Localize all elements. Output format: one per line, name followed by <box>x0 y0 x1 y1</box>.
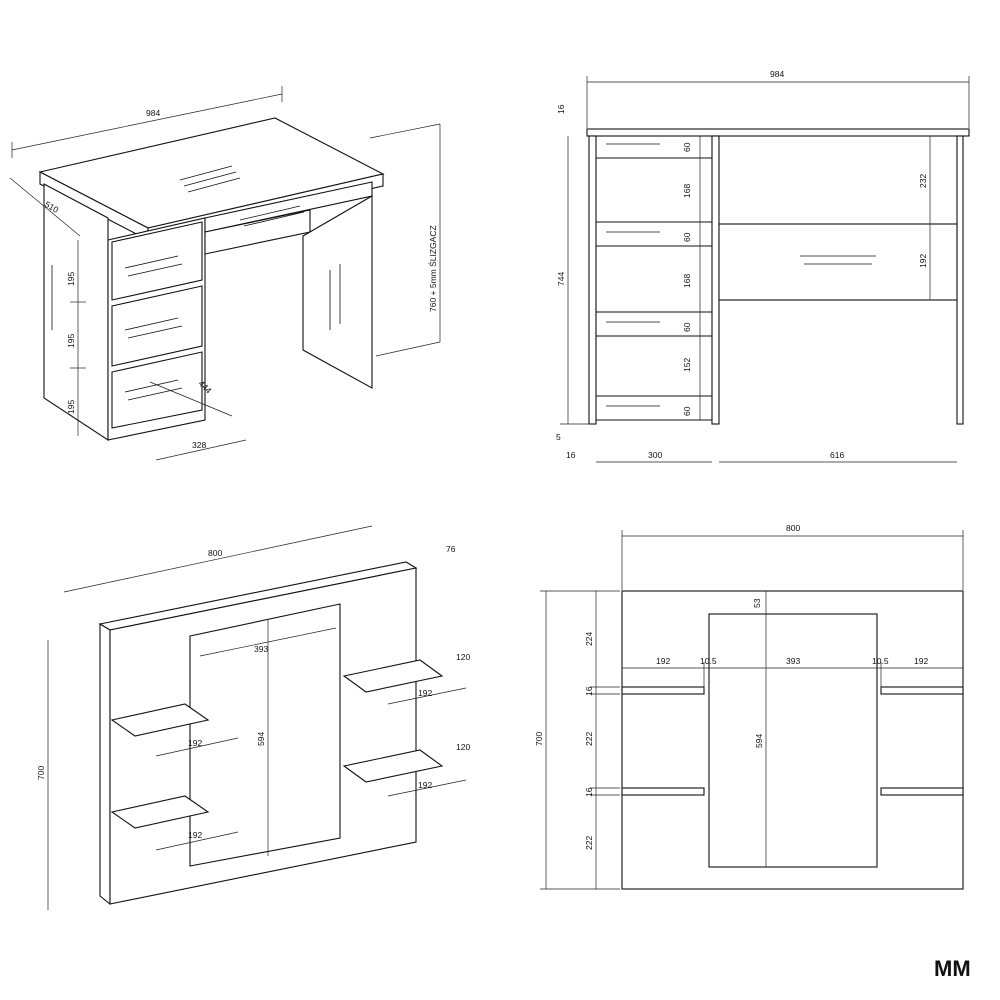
label-mirror-front-gap-left: 10.5 <box>700 656 717 666</box>
label-mirror-iso-width: 800 <box>208 548 222 558</box>
shelf-left-upper <box>110 703 210 737</box>
label-shelf-depth-2: 120 <box>456 742 470 752</box>
label-shelf-w-3: 192 <box>418 688 432 698</box>
shelf-right-lower <box>342 749 444 783</box>
mirror-front-view <box>540 530 964 890</box>
label-desk-iso-drawer-h3: 195 <box>66 400 76 414</box>
label-drawer-front-4: 168 <box>682 274 692 288</box>
label-mirror-iso-depth: 76 <box>446 544 456 554</box>
label-mirror-front-seg-bot: 222 <box>584 836 594 850</box>
right-drawer <box>718 223 958 301</box>
label-desk-front-top: 16 <box>556 104 566 114</box>
front-shelf-left-1 <box>621 686 705 695</box>
label-mirror-front-top-gap: 53 <box>752 598 762 608</box>
label-desk-iso-drawer-h2: 195 <box>66 334 76 348</box>
label-mirror-front-seg-mid: 222 <box>584 732 594 746</box>
label-mirror-front-shelf-right: 192 <box>914 656 928 666</box>
label-desk-front-col-right: 616 <box>830 450 844 460</box>
desk-front-view <box>560 76 970 463</box>
drawer-2 <box>111 285 203 367</box>
label-mirror-front-height: 700 <box>534 732 544 746</box>
label-shelf-depth-1: 120 <box>456 652 470 662</box>
desk-left-side-panel <box>43 183 109 442</box>
label-shelf-w-4: 192 <box>418 780 432 790</box>
desk-isometric-view <box>9 86 441 461</box>
shelf-left-lower <box>110 795 210 829</box>
label-shelf-w-1: 192 <box>188 738 202 748</box>
mirror-glass <box>189 603 341 867</box>
label-shelf-w-2: 192 <box>188 830 202 840</box>
label-drawer-front-3: 60 <box>682 232 692 242</box>
label-mirror-front-mirror-w: 393 <box>786 656 800 666</box>
label-desk-iso-height: 760 + 5mm ŚLIZGACZ <box>427 225 438 312</box>
front-shelf-right-2 <box>880 787 964 796</box>
label-drawer-front-5: 60 <box>682 322 692 332</box>
brand-logo: MM <box>934 956 971 981</box>
front-shelf-right-1 <box>880 686 964 695</box>
right-side <box>956 135 964 425</box>
mirror-board-side-edge <box>99 623 111 906</box>
shelf-right-upper <box>342 659 444 693</box>
front-shelf-left-2 <box>621 787 705 796</box>
middle-divider <box>711 135 720 425</box>
label-right-drawer: 192 <box>918 254 928 268</box>
left-side <box>588 135 597 425</box>
label-desk-front-side: 16 <box>566 450 576 460</box>
label-desk-front-height: 744 <box>556 272 566 286</box>
label-desk-front-glide: 5 <box>556 432 561 442</box>
label-mirror-front-shelf-t2: 16 <box>584 787 594 797</box>
desk-right-side-panel <box>302 195 373 389</box>
label-mirror-front-shelf-left: 192 <box>656 656 670 666</box>
desk-top-board <box>586 128 970 137</box>
label-mirror-iso-mirror-w: 393 <box>254 644 268 654</box>
label-mirror-front-seg-top: 224 <box>584 632 594 646</box>
mirror-front-glass <box>708 613 878 868</box>
label-mirror-iso-mirror-h: 594 <box>256 732 266 746</box>
label-right-top: 232 <box>918 174 928 188</box>
label-mirror-iso-height: 700 <box>36 766 46 780</box>
label-drawer-front-6: 152 <box>682 358 692 372</box>
label-mirror-front-width: 800 <box>786 523 800 533</box>
label-mirror-front-mirror-h: 594 <box>754 734 764 748</box>
label-drawer-front-2: 168 <box>682 184 692 198</box>
label-desk-iso-drawer-h1: 195 <box>66 272 76 286</box>
label-desk-iso-drawer-width: 328 <box>192 440 206 450</box>
label-mirror-front-gap-right: 10.5 <box>872 656 889 666</box>
label-drawer-front-7: 60 <box>682 406 692 416</box>
mirror-isometric-view <box>47 525 467 910</box>
drawer-3 <box>111 351 203 429</box>
label-desk-front-col-left: 300 <box>648 450 662 460</box>
label-drawer-front-1: 60 <box>682 142 692 152</box>
label-desk-front-width: 984 <box>770 69 784 79</box>
label-mirror-front-shelf-t1: 16 <box>584 686 594 696</box>
label-desk-iso-width: 984 <box>146 108 160 118</box>
